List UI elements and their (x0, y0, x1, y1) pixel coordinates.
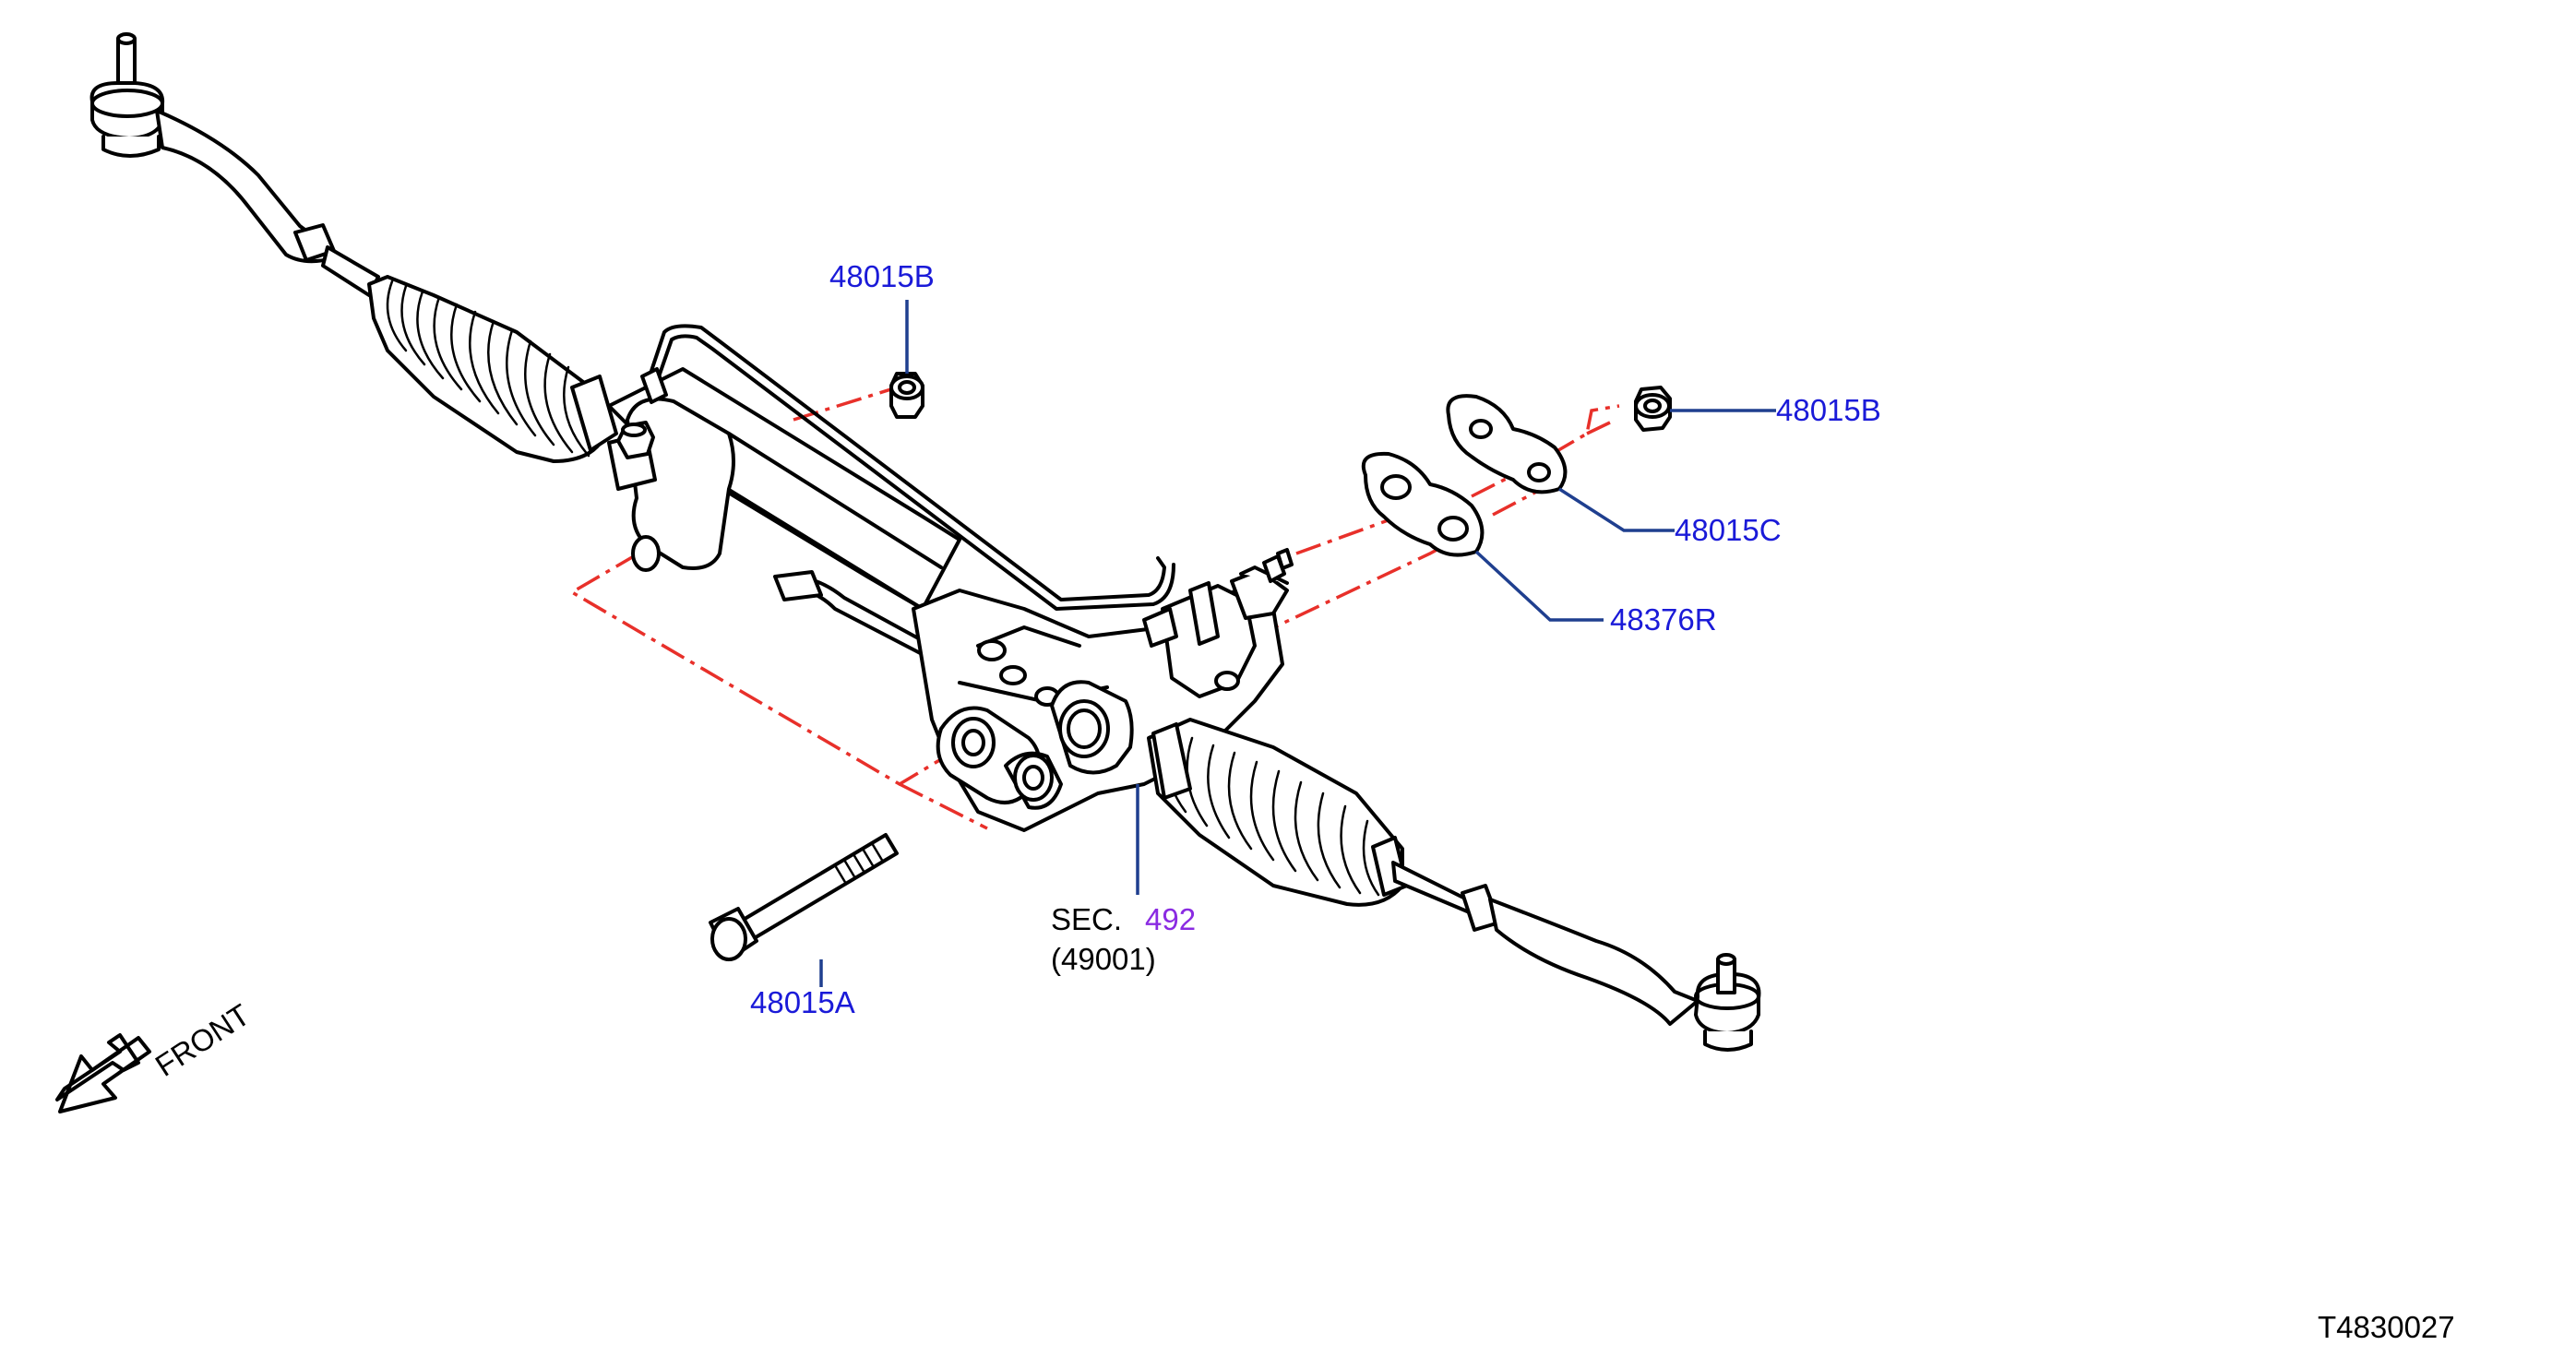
mounting-bolt[interactable] (709, 833, 899, 961)
left-boot[interactable] (367, 275, 618, 463)
callout-48376r[interactable]: 48376R (1610, 602, 1717, 637)
callout-48015c[interactable]: 48015C (1675, 513, 1782, 547)
front-label: FRONT (149, 997, 256, 1083)
callout-48015b-upper[interactable]: 48015B (829, 259, 935, 293)
section-sub-label: (49001) (1051, 942, 1156, 976)
insulator-plate[interactable] (1361, 451, 1485, 557)
section-prefix: SEC. (1051, 902, 1122, 936)
rack-housing[interactable] (607, 324, 1175, 673)
right-tie-rod[interactable] (1391, 861, 1761, 1052)
nut-right[interactable] (1634, 386, 1672, 432)
stopper-plate[interactable] (1446, 394, 1568, 494)
figure-id: T4830027 (2318, 1310, 2455, 1344)
front-direction-arrow (55, 1033, 151, 1113)
callout-48015b-right[interactable]: 48015B (1776, 393, 1881, 427)
right-boot[interactable] (1147, 718, 1409, 907)
gear-housing[interactable] (912, 548, 1294, 832)
section-link-492[interactable]: 492 (1145, 902, 1196, 936)
nut-upper[interactable] (889, 372, 924, 419)
leader-lines (819, 300, 1776, 987)
callout-48015a[interactable]: 48015A (750, 985, 855, 1019)
left-tie-rod[interactable] (89, 32, 380, 297)
